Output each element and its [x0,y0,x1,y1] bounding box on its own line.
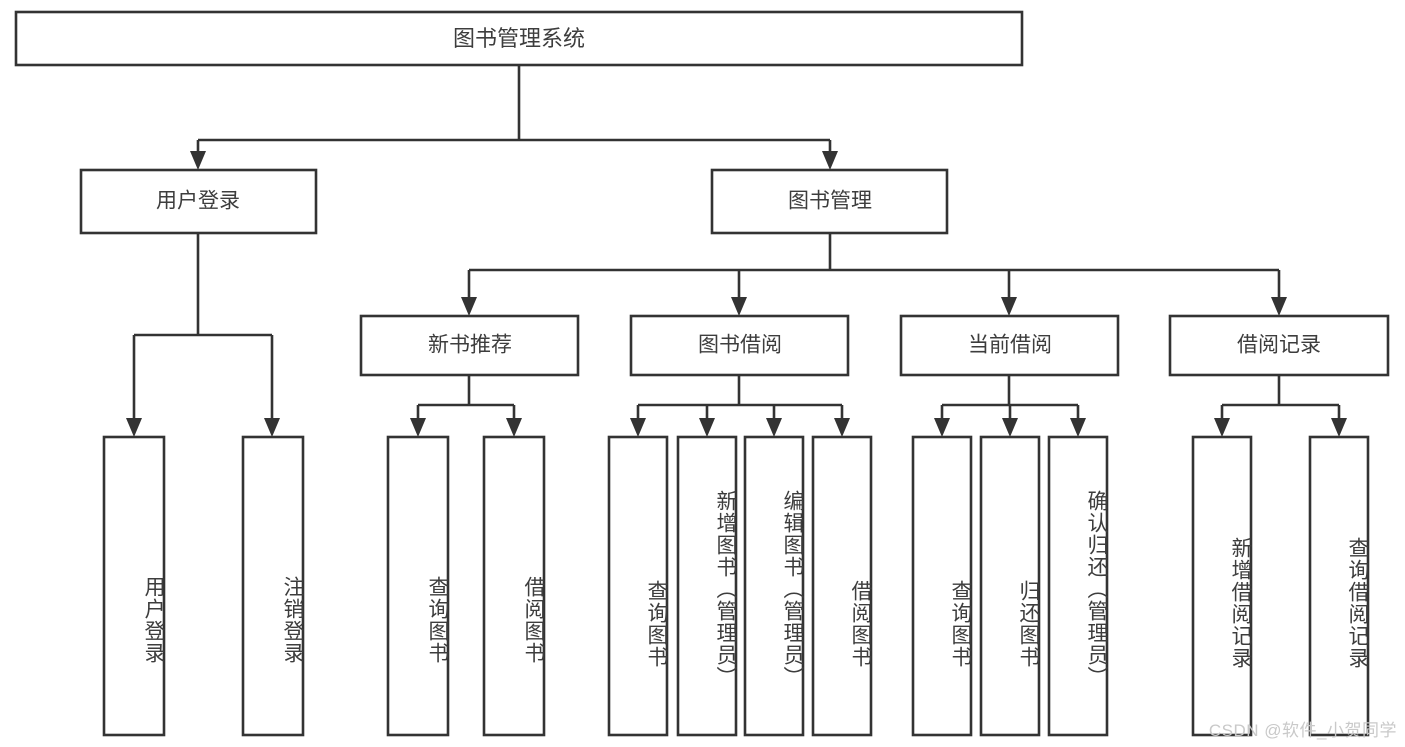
arrow-bb-to-leaf-add [699,418,715,437]
arrow-cb-to-leaf-confirm [1070,418,1086,437]
arrow-ul-to-leaf-user-login [126,418,142,437]
arrow-cb-to-leaf-return [1002,418,1018,437]
node-leaf-borrow-book-1-box[interactable] [482,435,546,737]
node-borrow-record-box[interactable] [1168,314,1390,377]
node-root-box[interactable] [14,10,1024,67]
node-book-borrow-box[interactable] [629,314,850,377]
arrow-nb-to-leaf-query [410,418,426,437]
node-leaf-confirm-return-admin-box[interactable] [1047,435,1109,737]
node-leaf-query-book-1-box[interactable] [386,435,450,737]
node-leaf-query-book-2-box[interactable] [607,435,669,737]
node-current-borrow-box[interactable] [899,314,1120,377]
node-current-borrow[interactable]: 当前借阅 [899,314,1120,377]
node-new-book-recommend[interactable]: 新书推荐 [359,314,580,377]
arrow-bb-to-leaf-edit [766,418,782,437]
arrow-root-to-user-login [190,151,206,170]
arrow-br-to-leaf-add [1214,418,1230,437]
arrow-bb-to-leaf-query [630,418,646,437]
arrow-bm-to-current-borrow [1001,297,1017,316]
arrow-ul-to-leaf-logout [264,418,280,437]
arrow-bm-to-borrow-record [1271,297,1287,316]
node-leaf-query-book-3-box[interactable] [911,435,973,737]
arrow-bm-to-new-book [461,297,477,316]
node-leaf-user-login-box[interactable] [102,435,166,737]
node-book-borrow[interactable]: 图书借阅 [629,314,850,377]
node-book-manage[interactable]: 图书管理 [710,168,949,235]
node-layer: 图书管理系统 用户登录 图书管理 新书推荐 图书借阅 当前 [14,10,1390,737]
arrow-br-to-leaf-query [1331,418,1347,437]
node-root-label: 图书管理系统 [453,26,585,51]
node-book-borrow-label: 图书借阅 [698,334,782,357]
arrow-cb-to-leaf-query [934,418,950,437]
node-borrow-record-label: 借阅记录 [1237,334,1321,357]
arrow-bm-to-book-borrow [731,297,747,316]
node-current-borrow-label: 当前借阅 [968,334,1052,357]
node-leaf-borrow-book-2-box[interactable] [811,435,873,737]
node-leaf-add-borrow-record-box[interactable] [1191,435,1253,737]
node-borrow-record[interactable]: 借阅记录 [1168,314,1390,377]
connector-layer [126,65,1347,437]
node-book-manage-box[interactable] [710,168,949,235]
arrow-root-to-book-manage [822,151,838,170]
node-leaf-edit-book-admin-box[interactable] [743,435,805,737]
node-leaf-query-borrow-record-box[interactable] [1308,435,1370,737]
csdn-watermark: CSDN @软件_小贺同学 [1208,721,1397,740]
node-new-book-recommend-label: 新书推荐 [428,334,512,357]
arrow-nb-to-leaf-borrow [506,418,522,437]
node-user-login-box[interactable] [79,168,318,235]
node-leaf-return-book-box[interactable] [979,435,1041,737]
node-root[interactable]: 图书管理系统 [14,10,1024,67]
node-user-login-label: 用户登录 [156,190,240,213]
arrow-bb-to-leaf-borrow [834,418,850,437]
node-new-book-recommend-box[interactable] [359,314,580,377]
node-leaf-logout-login-box[interactable] [241,435,305,737]
node-book-manage-label: 图书管理 [788,190,872,213]
node-leaf-add-book-admin-box[interactable] [676,435,738,737]
node-user-login[interactable]: 用户登录 [79,168,318,235]
